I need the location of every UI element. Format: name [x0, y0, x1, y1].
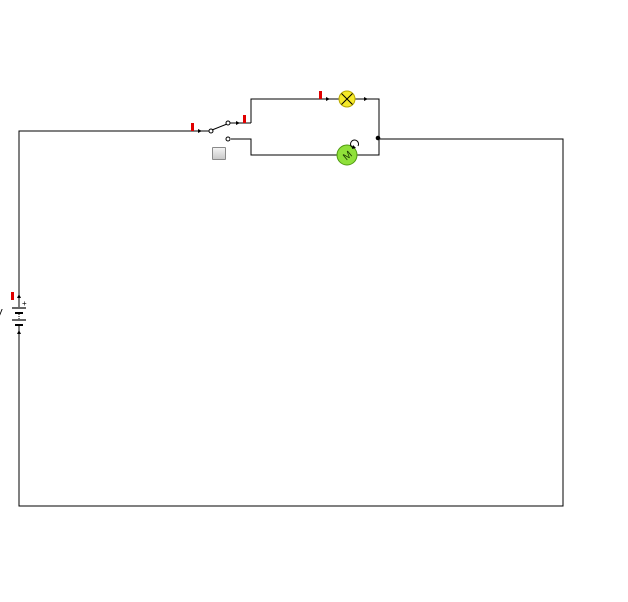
- battery-indicator: [11, 292, 14, 300]
- switch-input-indicator: [191, 123, 194, 131]
- lamp-branch-wire: [250, 98, 380, 139]
- lamp-icon[interactable]: [338, 90, 356, 108]
- junction-dot: [375, 135, 381, 141]
- switch-toggle-button[interactable]: [212, 147, 226, 160]
- motor-branch-wire: [231, 138, 380, 156]
- motor-icon[interactable]: M: [336, 139, 359, 166]
- switch-output-indicator: [243, 115, 246, 123]
- indicator-flags: [11, 91, 322, 300]
- switch[interactable]: [200, 120, 251, 142]
- current-direction-markers: [17, 97, 368, 334]
- battery-voltage-label: V: [0, 308, 3, 319]
- lamp-indicator: [319, 91, 322, 99]
- main-wire-loop: [18, 130, 564, 507]
- battery-plus-sign: +: [22, 299, 27, 308]
- battery-icon[interactable]: +: [12, 296, 27, 332]
